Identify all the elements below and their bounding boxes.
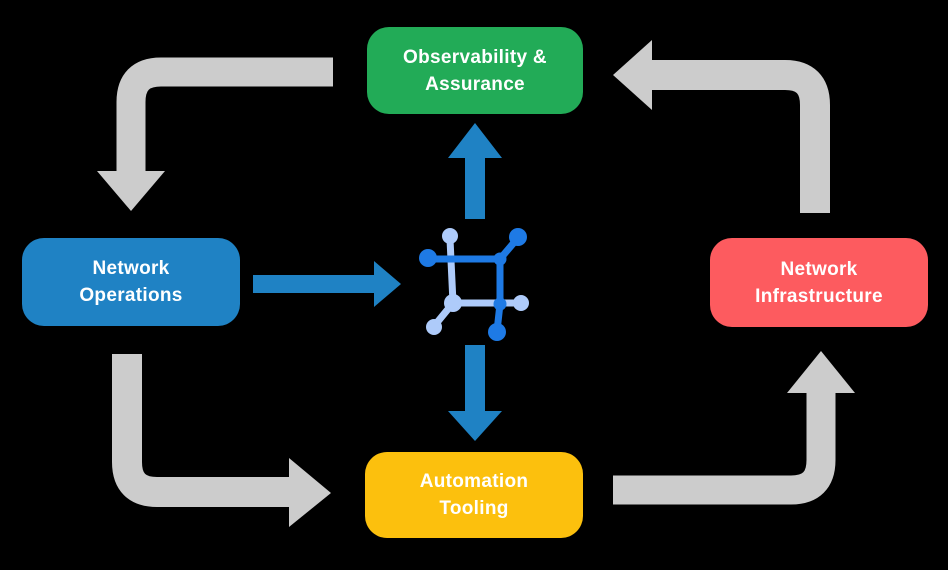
icon-node-right bbox=[513, 295, 529, 311]
arrow-head-up-icon bbox=[787, 351, 855, 393]
arrow-shaft bbox=[465, 156, 485, 219]
node-observability-assurance: Observability & Assurance bbox=[367, 27, 583, 114]
icon-light-nodes bbox=[426, 228, 529, 335]
arrow-shaft bbox=[112, 354, 289, 507]
node-label-line: Infrastructure bbox=[755, 285, 883, 307]
icon-right-edge bbox=[493, 255, 504, 335]
arrow-head-down-icon bbox=[448, 411, 502, 441]
icon-joint-bottom-left-corner bbox=[444, 294, 462, 312]
node-label-line: Tooling bbox=[439, 498, 509, 519]
icon-joint-top-right-corner bbox=[493, 252, 507, 266]
center-arrow-operations-to-icon bbox=[253, 261, 401, 307]
center-arrow-icon-to-tooling bbox=[448, 345, 502, 441]
icon-node-bottom-left bbox=[426, 319, 442, 335]
node-label-line: Network bbox=[780, 258, 858, 280]
arrow-shaft bbox=[253, 275, 374, 293]
node-network-operations: Network Operations bbox=[22, 238, 240, 326]
icon-node-top-right bbox=[509, 228, 527, 246]
arrow-shaft bbox=[613, 393, 836, 505]
center-arrow-icon-to-observability bbox=[448, 123, 502, 219]
node-label-line: Assurance bbox=[425, 73, 525, 95]
icon-left-edge bbox=[446, 235, 457, 307]
node-label-line: Network bbox=[92, 258, 170, 279]
arrow-head-right-icon bbox=[289, 458, 331, 527]
node-label-line: Observability & bbox=[403, 46, 547, 68]
cycle-arrow-infrastructure-to-observability bbox=[613, 40, 830, 213]
icon-node-left bbox=[419, 249, 437, 267]
arrow-head-left-icon bbox=[613, 40, 652, 110]
icon-joint-bottom-right-corner bbox=[493, 297, 507, 311]
arrow-head-up-icon bbox=[448, 123, 502, 158]
cycle-arrow-observability-to-operations bbox=[97, 57, 333, 211]
icon-dark-nodes bbox=[419, 228, 527, 341]
arrow-head-right-icon bbox=[374, 261, 401, 307]
arrow-shaft bbox=[652, 60, 830, 213]
arrow-shaft bbox=[465, 345, 485, 413]
cycle-arrow-tooling-to-infrastructure bbox=[613, 351, 855, 505]
icon-node-top bbox=[442, 228, 458, 244]
node-label-line: Operations bbox=[79, 285, 183, 306]
icon-node-bottom bbox=[488, 323, 506, 341]
node-network-infrastructure: Network Infrastructure bbox=[710, 238, 928, 327]
cycle-arrow-operations-to-tooling bbox=[112, 354, 331, 527]
node-label-line: Automation bbox=[419, 471, 529, 492]
arrow-shaft bbox=[116, 57, 333, 172]
arrow-head-down-icon bbox=[97, 171, 165, 211]
network-automation-icon bbox=[419, 228, 529, 341]
node-automation-tooling: Automation Tooling bbox=[365, 452, 583, 538]
